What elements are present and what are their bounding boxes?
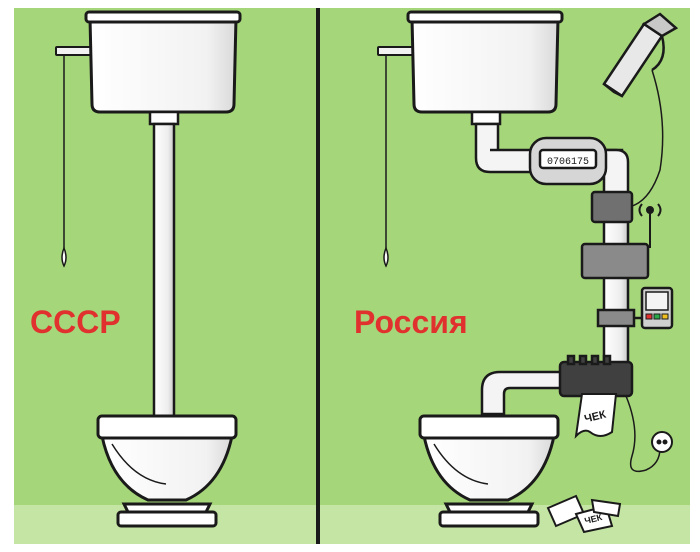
receipt-label: ЧЕК — [583, 409, 607, 426]
water-meter: 0706175 — [528, 136, 608, 186]
panel-right-label: Россия — [354, 304, 468, 340]
left-toilet — [96, 414, 238, 528]
right-cistern — [406, 10, 564, 114]
panel-right: 0706175 — [320, 8, 690, 544]
receipt-printer — [558, 354, 634, 398]
inline-device-2 — [580, 242, 650, 280]
pipe-clamp — [596, 308, 636, 328]
left-drop-pipe — [148, 110, 180, 426]
right-pipe-lower — [480, 366, 606, 416]
panel-left-label: СССР — [30, 304, 121, 340]
meter-display: 0706175 — [547, 157, 589, 168]
dropped-receipts: ЧЕК — [546, 494, 622, 534]
inline-device-1 — [590, 190, 634, 224]
right-toilet — [418, 414, 560, 528]
dropped-receipt-label: ЧЕК — [583, 512, 603, 526]
power-socket-icon — [651, 431, 673, 453]
right-pipe-riser — [602, 194, 630, 368]
antenna-icon — [638, 203, 662, 248]
left-cistern — [84, 10, 242, 114]
panel-divider — [316, 8, 320, 544]
camera-wire — [631, 69, 664, 207]
payment-terminal — [634, 286, 674, 330]
power-cable — [625, 395, 661, 473]
receipt: ЧЕК — [574, 393, 618, 439]
left-flush-chain — [55, 46, 93, 268]
right-pipe-upper — [470, 110, 630, 198]
security-camera-icon — [602, 12, 679, 98]
panel-left: СССР — [14, 8, 316, 544]
